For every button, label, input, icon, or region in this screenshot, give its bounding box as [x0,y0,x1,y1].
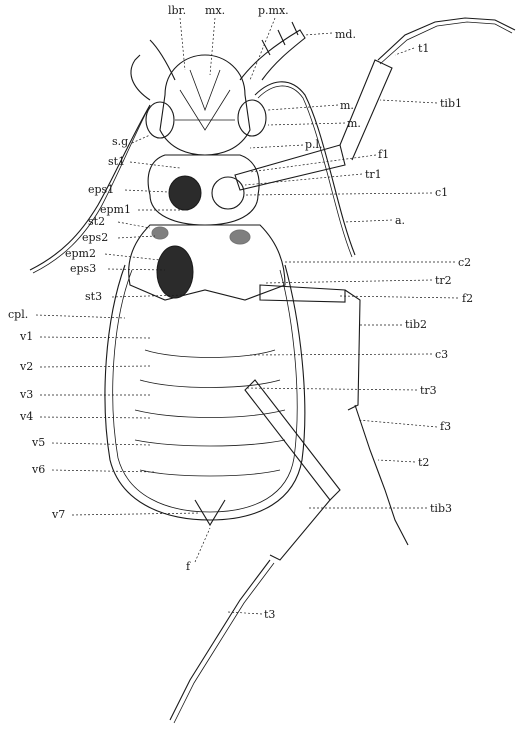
right-eye [238,100,266,136]
label-tib3: tib3 [430,502,452,515]
label-t1: t1 [418,42,429,55]
label-lbr: lbr. [168,4,186,17]
label-pl: p.l. [305,138,323,151]
hind-leg [170,380,340,723]
label-cpl: cpl. [8,308,28,321]
label-sg: s.g [112,135,128,148]
label-f3: f3 [440,420,451,433]
front-leg [235,18,515,190]
label-m-upper: m. [340,99,354,112]
meso-metathorax [129,225,285,300]
label-tr3: tr3 [420,384,437,397]
label-v3: v3 [19,388,33,401]
label-t3: t3 [264,608,275,621]
bottom-labels: f t3 [186,528,275,621]
label-f2: f2 [462,292,473,305]
label-eps1: eps1 [88,183,114,196]
label-m-lower: m. [347,117,361,130]
label-c1: c1 [435,186,448,199]
label-f: f [186,560,191,573]
label-pmx: p.mx. [258,4,289,17]
label-a: a. [395,214,405,227]
mandibles [150,22,305,80]
left-coxa-cavity [169,176,201,210]
label-epm2: epm2 [65,247,96,260]
front-coxa [212,177,244,209]
label-mx: mx. [205,4,225,17]
right-labels: t1 tib1 m. m. p.l. f1 tr1 c1 a. c2 tr2 f… [245,42,473,515]
label-t2: t2 [418,456,429,469]
label-v4: v4 [19,410,33,423]
label-tib1: tib1 [440,97,462,110]
label-v5: v5 [31,436,45,449]
label-v7: v7 [51,508,65,521]
label-c2: c2 [458,256,471,269]
abdomen [105,265,305,525]
label-md: md. [335,28,356,41]
label-tr1: tr1 [365,168,382,181]
label-eps2: eps2 [82,231,108,244]
label-st3: st3 [85,290,102,303]
label-f1: f1 [378,148,389,161]
label-c3: c3 [435,348,448,361]
label-v2: v2 [19,360,33,373]
label-tr2: tr2 [435,274,452,287]
label-tib2: tib2 [405,318,427,331]
prothorax [148,155,259,225]
label-st2: st2 [88,215,105,228]
label-eps3: eps3 [70,262,96,275]
left-eye [146,102,174,138]
label-st1: st1 [108,155,125,168]
label-v1: v1 [19,330,33,343]
label-v6: v6 [31,463,45,476]
top-labels: lbr. mx. p.mx. md. [168,4,356,80]
mid-coxa-cavity [157,246,193,298]
